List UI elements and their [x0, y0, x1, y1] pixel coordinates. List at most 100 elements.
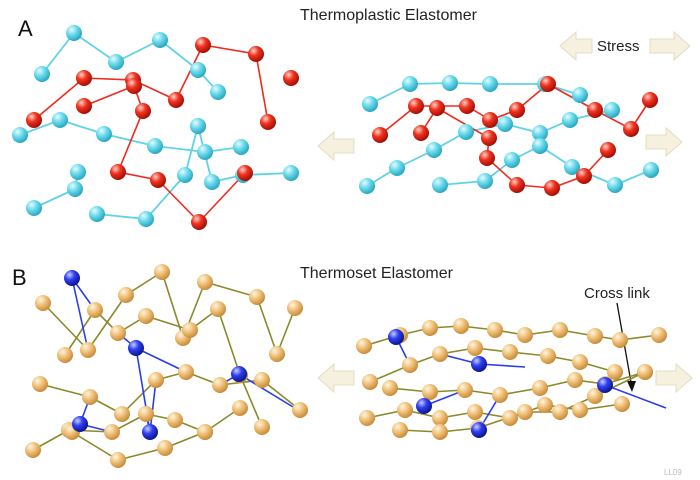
red-chain-bond	[117, 110, 144, 173]
tan-chain-bead	[356, 338, 372, 354]
tan-chain-bead	[587, 388, 603, 404]
red-chain-bead	[540, 76, 556, 92]
stress-arrow-right-a-icon	[645, 126, 683, 158]
tan-chain-bead	[232, 400, 248, 416]
tan-chain-bead	[532, 380, 548, 396]
tan-chain-bead	[197, 274, 213, 290]
red-chain-bond	[83, 77, 134, 81]
tan-chain-bead	[552, 404, 568, 420]
red-chain-bead	[623, 121, 639, 137]
red-chain-bead	[481, 130, 497, 146]
tan-chain-bead	[537, 397, 553, 413]
tan-chain-bead	[467, 340, 483, 356]
tan-chain-bead	[110, 452, 126, 468]
cyan-chain-bead	[34, 66, 50, 82]
tan-chain-bead	[157, 440, 173, 456]
crosslink-bond	[604, 384, 667, 409]
tan-chain-bead	[57, 347, 73, 363]
red-chain-bead	[135, 103, 151, 119]
cyan-chain-bead	[442, 75, 458, 91]
tan-chain-bead	[197, 424, 213, 440]
crosslink-junction-bead	[416, 398, 432, 414]
red-chain-bead	[76, 98, 92, 114]
stress-arrow-left-a-icon	[317, 130, 355, 162]
tan-chain-bead	[82, 389, 98, 405]
tan-chain-bond	[276, 307, 296, 355]
red-chain-bead	[479, 150, 495, 166]
tan-chain-bead	[607, 364, 623, 380]
cyan-chain-bead	[70, 164, 86, 180]
red-chain-bead	[429, 100, 445, 116]
tan-chain-bead	[292, 402, 308, 418]
tan-chain-bead	[178, 364, 194, 380]
tan-chain-bead	[453, 318, 469, 334]
cyan-chain-bead	[572, 87, 588, 103]
tan-chain-bead	[614, 396, 630, 412]
cyan-chain-bead	[402, 76, 418, 92]
tan-chain-bead	[138, 406, 154, 422]
tan-chain-bead	[487, 322, 503, 338]
red-chain-bond	[33, 77, 85, 121]
red-chain-bead	[26, 112, 42, 128]
red-chain-bead	[195, 37, 211, 53]
cyan-chain-bond	[145, 174, 186, 220]
tan-chain-bead	[114, 406, 130, 422]
cyan-chain-bead	[67, 181, 83, 197]
cyan-chain-bead	[190, 62, 206, 78]
red-chain-bead	[76, 70, 92, 86]
cyan-chain-bead	[607, 177, 623, 193]
tan-chain-bead	[392, 422, 408, 438]
tan-chain-bead	[540, 348, 556, 364]
crosslink-pointer-arrowhead	[627, 381, 636, 392]
cyan-chain-bead	[210, 84, 226, 100]
red-chain-bond	[175, 44, 204, 101]
red-chain-bead	[260, 114, 276, 130]
cyan-chain-bead	[138, 211, 154, 227]
red-chain-bead	[576, 168, 592, 184]
tan-chain-bond	[117, 447, 166, 461]
cyan-chain-bead	[89, 206, 105, 222]
crosslink-junction-bead	[388, 329, 404, 345]
cyan-chain-bead	[152, 32, 168, 48]
cyan-chain-bond	[103, 133, 156, 147]
tan-chain-bead	[467, 404, 483, 420]
crosslink-junction-bead	[64, 270, 80, 286]
cyan-chain-bead	[477, 173, 493, 189]
red-chain-bead	[110, 164, 126, 180]
cyan-chain-bead	[147, 138, 163, 154]
stress-label: Stress	[597, 38, 640, 55]
tan-chain-bead	[492, 387, 508, 403]
tan-chain-bead	[572, 354, 588, 370]
crosslink-bond	[71, 277, 89, 351]
tan-chain-bead	[567, 372, 583, 388]
red-chain-bead	[372, 127, 388, 143]
cyan-chain-bead	[532, 125, 548, 141]
tan-chain-bead	[87, 302, 103, 318]
red-chain-bead	[237, 165, 253, 181]
tan-chain-bead	[382, 380, 398, 396]
tan-chain-bead	[269, 346, 285, 362]
tan-chain-bead	[502, 344, 518, 360]
tan-chain-bead	[402, 357, 418, 373]
cyan-chain-bead	[362, 96, 378, 112]
crosslink-junction-bead	[471, 422, 487, 438]
credit-mark: LL09	[664, 468, 682, 477]
cyan-chain-bond	[115, 39, 161, 63]
tan-chain-bead	[138, 308, 154, 324]
cyan-chain-bead	[359, 178, 375, 194]
red-chain-bond	[157, 179, 200, 223]
crosslink-junction-bead	[142, 424, 158, 440]
tan-chain-bond	[239, 374, 263, 428]
tan-chain-bead	[502, 410, 518, 426]
red-chain-bond	[436, 107, 490, 139]
tan-chain-bead	[517, 404, 533, 420]
cyan-chain-bead	[66, 25, 82, 41]
red-chain-bond	[198, 172, 246, 223]
cyan-chain-bond	[96, 213, 147, 220]
crosslink-junction-bead	[231, 366, 247, 382]
cyan-chain-bead	[482, 76, 498, 92]
tan-chain-bond	[42, 302, 89, 351]
tan-chain-bead	[517, 327, 533, 343]
tan-chain-bead	[210, 301, 226, 317]
